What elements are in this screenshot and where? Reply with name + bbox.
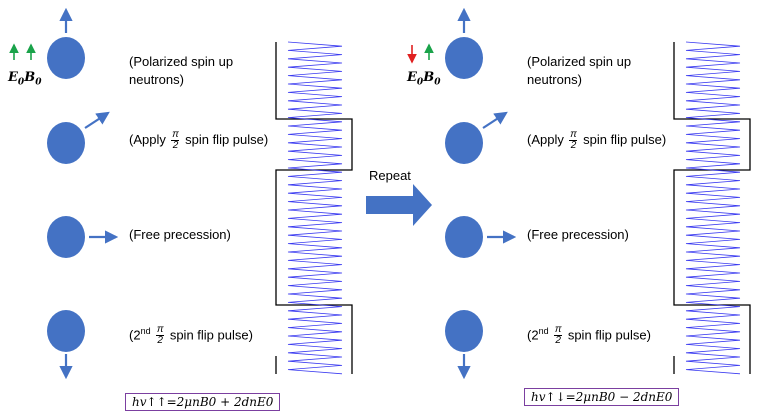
frac-den: 2 xyxy=(172,140,179,151)
repeat-label: Repeat xyxy=(369,168,411,183)
neutron-ball xyxy=(47,122,85,164)
polarized-label-right-1: (Polarized spin up xyxy=(527,54,632,69)
neutron-ball xyxy=(47,216,85,258)
second-pre-text: (2 xyxy=(527,327,539,343)
repeat-arrow-icon xyxy=(366,184,432,226)
e0b0-label-right: E0B0 xyxy=(407,70,441,88)
formula-right: hv↑↓=2μnB0 − 2dnE0 xyxy=(524,388,680,406)
polarized-label-left-2: neutrons) xyxy=(129,72,184,87)
neutron-ball xyxy=(445,216,483,258)
second-post-text: spin flip pulse) xyxy=(567,327,651,343)
rf-wave xyxy=(685,41,741,375)
second-sup-text: nd xyxy=(538,326,549,336)
apply-pre-text: (Apply xyxy=(129,131,166,147)
formula-left: hv↑↑=2μnB0 + 2dnE0 xyxy=(125,393,281,411)
apply-post-text: spin flip pulse) xyxy=(185,131,269,147)
neutron-ball xyxy=(47,310,85,352)
second-pre-text: (2 xyxy=(129,327,141,343)
free-precession-label-right: (Free precession) xyxy=(527,227,629,242)
frac-num: π xyxy=(156,324,164,336)
spin-tilt-arrow-icon xyxy=(482,111,508,129)
second-post-text: spin flip pulse) xyxy=(169,327,253,343)
neutron-ball xyxy=(445,37,483,79)
second-sup-text: nd xyxy=(140,326,151,336)
polarized-label-left-1: (Polarized spin up xyxy=(129,54,234,69)
frac-den: 2 xyxy=(157,335,163,347)
apply-pre-text: (Apply xyxy=(527,131,564,147)
polarized-label-right-2: neutrons) xyxy=(527,72,582,87)
neutron-ball xyxy=(445,122,483,164)
neutron-ball xyxy=(445,310,483,352)
spin-tilt-arrow-icon xyxy=(84,111,110,129)
frac-den: 2 xyxy=(555,335,561,347)
frac-den: 2 xyxy=(570,140,577,151)
e0b0-label-left: E0B0 xyxy=(8,70,42,88)
neutron-ball xyxy=(47,37,85,79)
frac-num: π xyxy=(172,129,179,140)
frac-num: π xyxy=(554,324,562,336)
rf-wave xyxy=(287,41,343,375)
free-precession-label-left: (Free precession) xyxy=(129,227,231,242)
frac-num: π xyxy=(570,129,577,140)
apply-post-text: spin flip pulse) xyxy=(583,131,667,147)
